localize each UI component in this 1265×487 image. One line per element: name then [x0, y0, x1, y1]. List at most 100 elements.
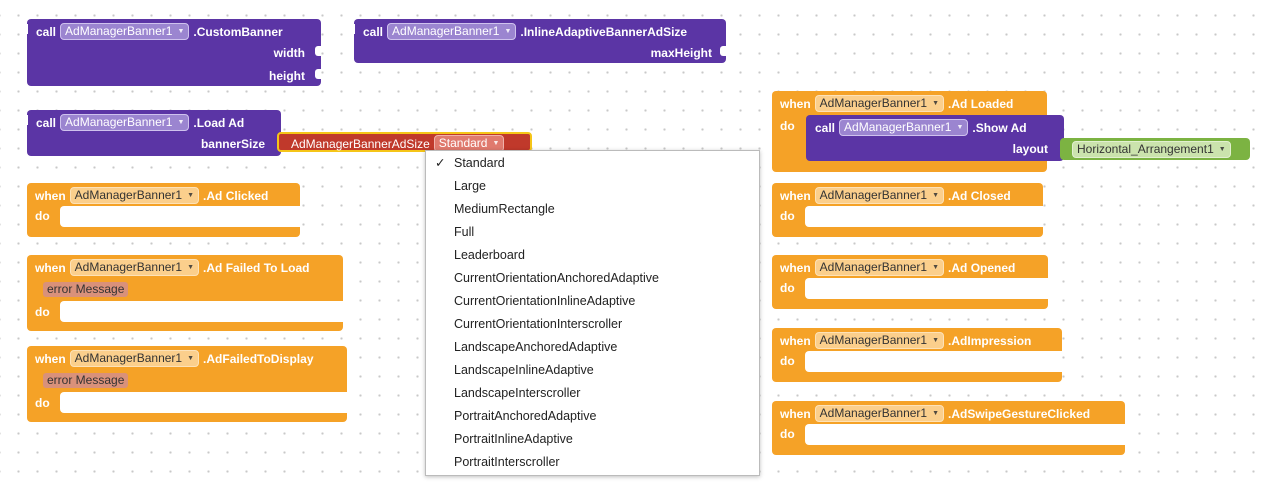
- event-ad-closed[interactable]: when AdManagerBanner1▼ .Ad Closed do: [772, 183, 1043, 237]
- arg-bannersize-label: bannerSize: [201, 137, 265, 151]
- when-keyword: when: [780, 333, 811, 348]
- when-keyword: when: [780, 406, 811, 421]
- arg-maxheight-label: maxHeight: [651, 46, 712, 60]
- menu-item-full[interactable]: Full: [426, 221, 759, 244]
- when-keyword: when: [780, 260, 811, 275]
- event-header: when AdManagerBanner1▼ .Ad Opened: [780, 259, 1015, 276]
- menu-item-landscape-interscroller[interactable]: LandscapeInterscroller: [426, 382, 759, 405]
- component-name: AdManagerBanner1: [74, 260, 183, 274]
- menu-item-portrait-anchored-adaptive[interactable]: PortraitAnchoredAdaptive: [426, 405, 759, 428]
- dropdown-arrow-icon: ▼: [956, 124, 964, 131]
- component-dropdown[interactable]: AdManagerBanner1▼: [69, 350, 200, 367]
- dropdown-arrow-icon: ▼: [187, 192, 195, 199]
- event-header: when AdManagerBanner1▼ .AdImpression: [780, 332, 1031, 349]
- event-name: .Ad Opened: [948, 260, 1016, 275]
- menu-item-leaderboard[interactable]: Leaderboard: [426, 244, 759, 267]
- menu-item-standard[interactable]: ✓ Standard: [426, 152, 759, 175]
- menu-item-label: PortraitInterscroller: [454, 455, 560, 469]
- event-ad-failed-to-load[interactable]: when AdManagerBanner1▼ .Ad Failed To Loa…: [27, 255, 343, 331]
- component-dropdown[interactable]: AdManagerBanner1 ▼: [839, 119, 969, 136]
- component-dropdown[interactable]: AdManagerBanner1 ▼: [814, 95, 945, 112]
- ad-size-row: AdManagerBannerAdSize Standard▼: [291, 135, 508, 152]
- arg-socket[interactable]: [315, 46, 321, 56]
- layout-component-dropdown[interactable]: Horizontal_Arrangement1 ▼: [1072, 141, 1231, 158]
- layout-component-block[interactable]: Horizontal_Arrangement1 ▼: [1060, 138, 1250, 160]
- menu-item-portrait-interscroller[interactable]: PortraitInterscroller: [426, 451, 759, 474]
- do-label: do: [780, 209, 795, 223]
- menu-item-current-orientation-inline-adaptive[interactable]: CurrentOrientationInlineAdaptive: [426, 290, 759, 313]
- menu-item-label: CurrentOrientationAnchoredAdaptive: [454, 271, 659, 285]
- component-name: AdManagerBanner1: [819, 260, 928, 274]
- arg-socket[interactable]: [720, 46, 726, 56]
- custom-banner-block[interactable]: call AdManagerBanner1▼ .CustomBanner wid…: [22, 19, 321, 86]
- component-name: AdManagerBanner1: [844, 120, 952, 134]
- event-ad-impression[interactable]: when AdManagerBanner1▼ .AdImpression do: [772, 328, 1062, 382]
- arg-label: maxHeight: [650, 46, 712, 60]
- do-slot[interactable]: [805, 351, 1062, 372]
- event-ad-swipe-gesture-clicked[interactable]: when AdManagerBanner1▼ .AdSwipeGestureCl…: [772, 401, 1125, 455]
- component-name: AdManagerBanner1: [819, 96, 928, 110]
- component-dropdown[interactable]: AdManagerBanner1▼: [814, 405, 945, 422]
- event-parameter[interactable]: error Message: [43, 373, 129, 388]
- menu-item-label: PortraitInlineAdaptive: [454, 432, 573, 446]
- menu-item-label: Full: [454, 225, 475, 239]
- ad-size-helper-block[interactable]: AdManagerBannerAdSize Standard▼: [277, 132, 532, 152]
- menu-item-label: Standard: [454, 156, 505, 170]
- menu-item-label: Leaderboard: [454, 248, 525, 262]
- event-ad-failed-to-display[interactable]: when AdManagerBanner1▼ .AdFailedToDispla…: [27, 346, 347, 422]
- dropdown-arrow-icon: ▼: [504, 28, 512, 35]
- menu-item-label: LandscapeInterscroller: [454, 386, 581, 400]
- do-keyword: do: [780, 119, 795, 133]
- menu-item-large[interactable]: Large: [426, 175, 759, 198]
- dropdown-arrow-icon: ▼: [932, 100, 940, 107]
- event-parameter[interactable]: error Message: [43, 282, 129, 297]
- event-header: when AdManagerBanner1▼ .AdSwipeGestureCl…: [780, 405, 1090, 422]
- menu-item-current-orientation-interscroller[interactable]: CurrentOrientationInterscroller: [426, 313, 759, 336]
- layout-component-name: Horizontal_Arrangement1: [1077, 142, 1214, 156]
- do-label: do: [35, 396, 50, 410]
- when-keyword: when: [35, 351, 66, 366]
- do-label: do: [35, 305, 50, 319]
- component-name: AdManagerBanner1: [65, 115, 173, 129]
- event-ad-clicked[interactable]: when AdManagerBanner1▼ .Ad Clicked do: [27, 183, 300, 237]
- dropdown-arrow-icon: ▼: [932, 410, 940, 417]
- component-dropdown[interactable]: AdManagerBanner1▼: [814, 259, 945, 276]
- arg-label: layout: [1012, 142, 1048, 156]
- inline-adaptive-block[interactable]: call AdManagerBanner1▼ .InlineAdaptiveBa…: [349, 19, 726, 63]
- menu-item-current-orientation-anchored-adaptive[interactable]: CurrentOrientationAnchoredAdaptive: [426, 267, 759, 290]
- checkmark-icon: ✓: [435, 156, 446, 170]
- when-keyword: when: [780, 96, 811, 111]
- dropdown-arrow-icon: ▼: [1218, 146, 1226, 153]
- menu-item-landscape-inline-adaptive[interactable]: LandscapeInlineAdaptive: [426, 359, 759, 382]
- component-dropdown[interactable]: AdManagerBanner1▼: [60, 23, 190, 40]
- show-ad-header: call AdManagerBanner1▼ .Show Ad: [815, 119, 1027, 136]
- call-keyword: call: [815, 120, 836, 135]
- component-dropdown[interactable]: AdManagerBanner1▼: [60, 114, 190, 131]
- ad-size-value: Standard: [438, 136, 488, 150]
- component-dropdown[interactable]: AdManagerBanner1▼: [387, 23, 517, 40]
- show-ad-call-block[interactable]: call AdManagerBanner1▼ .Show Ad layout: [806, 115, 1064, 161]
- load-ad-block[interactable]: call AdManagerBanner1▼ .Load Ad bannerSi…: [22, 110, 281, 156]
- do-slot[interactable]: [60, 392, 347, 413]
- do-slot[interactable]: [805, 206, 1043, 227]
- event-header: when AdManagerBanner1▼ .Ad Clicked: [35, 187, 268, 204]
- component-dropdown[interactable]: AdManagerBanner1▼: [814, 332, 945, 349]
- do-slot[interactable]: [805, 424, 1125, 445]
- menu-item-label: CurrentOrientationInterscroller: [454, 317, 623, 331]
- menu-item-landscape-anchored-adaptive[interactable]: LandscapeAnchoredAdaptive: [426, 336, 759, 359]
- arg-socket[interactable]: [315, 69, 321, 79]
- do-slot[interactable]: [60, 206, 300, 227]
- ad-size-dropdown-menu: ✓ Standard Large MediumRectangle Full Lea…: [425, 150, 760, 476]
- event-ad-opened[interactable]: when AdManagerBanner1▼ .Ad Opened do: [772, 255, 1048, 309]
- inline-adaptive-header: call AdManagerBanner1▼ .InlineAdaptiveBa…: [363, 23, 687, 40]
- menu-item-label: PortraitAnchoredAdaptive: [454, 409, 597, 423]
- method-name: .Load Ad: [193, 115, 245, 130]
- do-slot[interactable]: [805, 278, 1048, 299]
- component-dropdown[interactable]: AdManagerBanner1▼: [814, 187, 945, 204]
- menu-item-medium-rectangle[interactable]: MediumRectangle: [426, 198, 759, 221]
- dropdown-arrow-icon: ▼: [187, 264, 195, 271]
- do-slot[interactable]: [60, 301, 343, 322]
- menu-item-portrait-inline-adaptive[interactable]: PortraitInlineAdaptive: [426, 428, 759, 451]
- component-dropdown[interactable]: AdManagerBanner1▼: [69, 187, 200, 204]
- component-dropdown[interactable]: AdManagerBanner1 ▼: [69, 259, 200, 276]
